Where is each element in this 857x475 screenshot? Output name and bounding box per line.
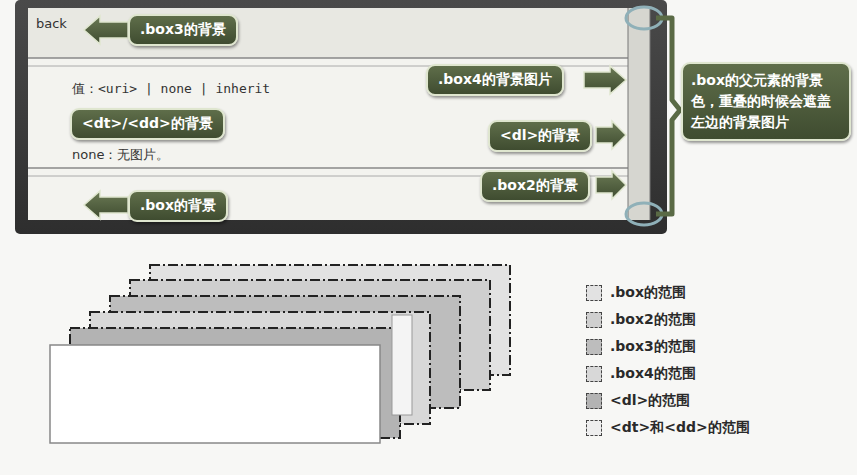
callout-box: .box4的背景图片 [426,64,564,96]
legend-row: .box2的范围 [586,311,696,329]
legend-swatch [586,366,602,382]
callout-box: .box的背景 [128,190,228,222]
legend-text: .box3的范围 [610,338,696,356]
legend-text: .box的范围 [610,284,686,302]
rule [650,8,651,220]
bracket [656,18,680,214]
legend-text: .box2的范围 [610,311,696,329]
layer-stack [50,265,510,443]
box3-band [28,8,628,58]
callout-box: .box3的背景 [128,14,238,46]
callout-text: .box的父元素的背景色，重叠的时候会遮盖左边的背景图片 [691,70,841,133]
callout-text: .box4的背景图片 [438,71,552,89]
legend-row: <dt>和<dd>的范围 [586,419,750,437]
panel-text: 值：<uri> | none | inherit [72,80,270,98]
callout-text: <dt>/<dd>的背景 [82,115,213,133]
callout-box: .box2的背景 [480,170,590,202]
legend-row: .box3的范围 [586,338,696,356]
legend-swatch [586,420,602,436]
leader-arrow [584,66,626,94]
legend-row: <dl>的范围 [586,392,690,410]
legend-swatch [586,285,602,301]
rule [28,57,628,59]
legend-row: .box4的范围 [586,365,696,383]
legend-row: .box的范围 [586,284,686,302]
panel-frame [15,0,667,234]
legend-text: .box4的范围 [610,365,696,383]
box4-strip [628,8,650,220]
leader-arrow [596,121,626,149]
legend-swatch [586,339,602,355]
callout-text: .box3的背景 [140,21,226,39]
panel-ground [28,8,628,220]
callout-text: .box的背景 [140,197,216,215]
callout-box: <dt>/<dd>的背景 [70,108,225,140]
legend-text: <dl>的范围 [610,392,690,410]
rule [28,167,628,169]
rule [628,8,629,220]
layer-edge [392,315,412,415]
leader-arrow [84,191,128,219]
legend-text: <dt>和<dd>的范围 [610,419,750,437]
callout-text: .box2的背景 [492,177,578,195]
legend-swatch [586,393,602,409]
leader-arrow [84,16,128,44]
panel-text: back [36,16,67,31]
panel-text: none：无图片。 [72,146,169,164]
callout-box: .box的父元素的背景色，重叠的时候会遮盖左边的背景图片 [681,62,851,141]
legend-swatch [586,312,602,328]
callout-box: <dl>的背景 [488,120,592,152]
leader-arrow [596,171,626,199]
callout-text: <dl>的背景 [500,127,580,145]
